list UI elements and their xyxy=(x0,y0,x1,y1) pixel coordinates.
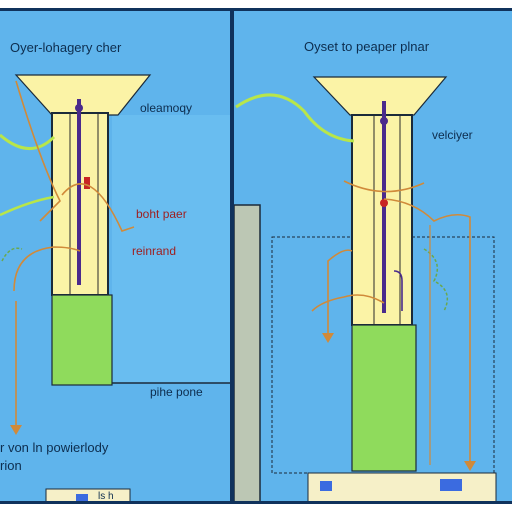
rod-joint xyxy=(380,117,388,125)
orange-wire xyxy=(13,246,81,292)
right-diagram-panel: Oyset to peaper plnar velciyer xyxy=(231,8,512,504)
red-marker xyxy=(84,177,90,189)
funnel-top xyxy=(14,74,152,116)
label-bottom-2: rion xyxy=(0,458,22,473)
pedestal-marker xyxy=(440,479,462,491)
label-bottom-1: r von ln powierlody xyxy=(0,440,109,455)
label-mid-1: boht paer xyxy=(136,207,187,221)
arrow-head xyxy=(10,425,22,435)
green-base-block xyxy=(51,294,113,386)
label-mid-2: reinrand xyxy=(132,244,177,258)
label-side: velciyer xyxy=(432,128,473,142)
green-wire xyxy=(0,195,55,217)
funnel-top xyxy=(312,76,448,116)
orange-wire xyxy=(61,183,135,232)
orange-wire xyxy=(327,249,353,337)
orange-wire xyxy=(15,80,61,222)
left-panel-title: Oyer-lohagery cher xyxy=(10,40,122,55)
water-region xyxy=(112,115,230,383)
label-base: pihe pone xyxy=(150,385,203,399)
arrow-head xyxy=(464,461,476,471)
orange-wire xyxy=(393,270,403,311)
orange-wire xyxy=(343,180,425,193)
green-wire xyxy=(1,247,23,262)
right-panel-title: Oyset to peaper plnar xyxy=(304,39,430,54)
orange-wire xyxy=(383,198,471,465)
grey-strip xyxy=(234,204,261,501)
green-wire xyxy=(235,93,355,143)
rod-joint xyxy=(75,104,83,112)
label-top: oleamoqy xyxy=(140,101,193,115)
pedestal-marker xyxy=(320,481,332,491)
green-base-block xyxy=(351,324,417,472)
right-diagram-graphic xyxy=(234,76,497,501)
pedestal xyxy=(307,472,497,501)
left-diagram-graphic xyxy=(0,74,230,501)
orange-wire xyxy=(311,294,385,312)
legend-swatch xyxy=(76,494,88,501)
rod-joint xyxy=(380,199,388,207)
arrow-head xyxy=(322,333,334,343)
green-wire xyxy=(0,133,56,150)
left-diagram-panel: Oyer-lohagery cher oleamoqy boht paer re… xyxy=(0,8,233,504)
legend-text: ls h xyxy=(98,491,114,502)
green-wire xyxy=(423,248,449,312)
